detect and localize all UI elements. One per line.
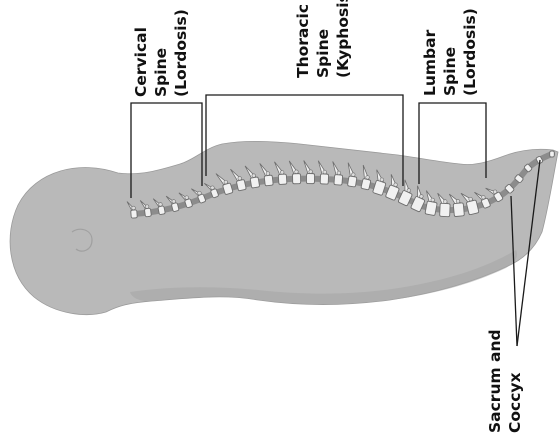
vertebral-body <box>453 203 464 217</box>
transverse-process <box>431 198 435 202</box>
vertebral-body <box>158 206 165 215</box>
label-cervical-line2: Spine <box>152 48 170 97</box>
label-sacrum-coccyx: Sacrum and Coccyx <box>486 329 524 433</box>
label-cervical-spine: Cervical Spine (Lordosis) <box>132 9 190 97</box>
transverse-process <box>252 174 256 178</box>
label-thoracic-line1: Thoracic <box>294 4 312 78</box>
label-sacrum-line1: Sacrum and <box>486 329 504 433</box>
label-sacrum-line2: Coccyx <box>506 372 524 433</box>
label-lumbar-line2: Spine <box>441 47 459 96</box>
vertebral-body <box>320 174 328 184</box>
vertebral-body <box>334 175 343 186</box>
transverse-process <box>309 170 313 174</box>
vertebral-body <box>131 210 138 218</box>
transverse-process <box>323 170 327 174</box>
transverse-process <box>443 200 447 204</box>
transverse-process <box>456 199 460 203</box>
transverse-process <box>158 202 162 206</box>
label-thoracic-spine: Thoracic Spine (Kyphosis) <box>294 0 352 78</box>
vertebra <box>550 151 555 157</box>
vertebral-body <box>278 174 287 184</box>
transverse-process <box>132 206 136 210</box>
body-outline <box>10 141 558 314</box>
body-silhouette <box>10 141 558 314</box>
vertebral-body <box>292 174 300 184</box>
label-lumbar-line3: (Lordosis) <box>461 8 479 96</box>
transverse-process <box>337 171 341 175</box>
label-lumbar-spine: Lumbar Spine (Lordosis) <box>421 8 479 96</box>
transverse-process <box>145 205 149 209</box>
vertebral-body <box>550 151 555 157</box>
label-cervical-line3: (Lordosis) <box>172 9 190 97</box>
transverse-process <box>280 170 284 174</box>
vertebral-body <box>361 178 371 190</box>
label-thoracic-line2: Spine <box>314 29 332 78</box>
vertebral-body <box>306 174 314 184</box>
label-cervical-line1: Cervical <box>132 27 150 97</box>
transverse-process <box>351 173 355 177</box>
vertebral-body <box>425 201 437 216</box>
vertebral-body <box>236 179 246 191</box>
vertebral-body <box>264 175 273 186</box>
vertebral-body <box>440 203 451 216</box>
transverse-process <box>266 172 270 176</box>
vertebral-body <box>250 177 260 188</box>
vertebral-body <box>347 176 356 187</box>
label-thoracic-line3: (Kyphosis) <box>334 0 352 78</box>
label-lumbar-line1: Lumbar <box>421 29 439 96</box>
transverse-process <box>295 170 299 174</box>
vertebral-body <box>144 208 151 217</box>
